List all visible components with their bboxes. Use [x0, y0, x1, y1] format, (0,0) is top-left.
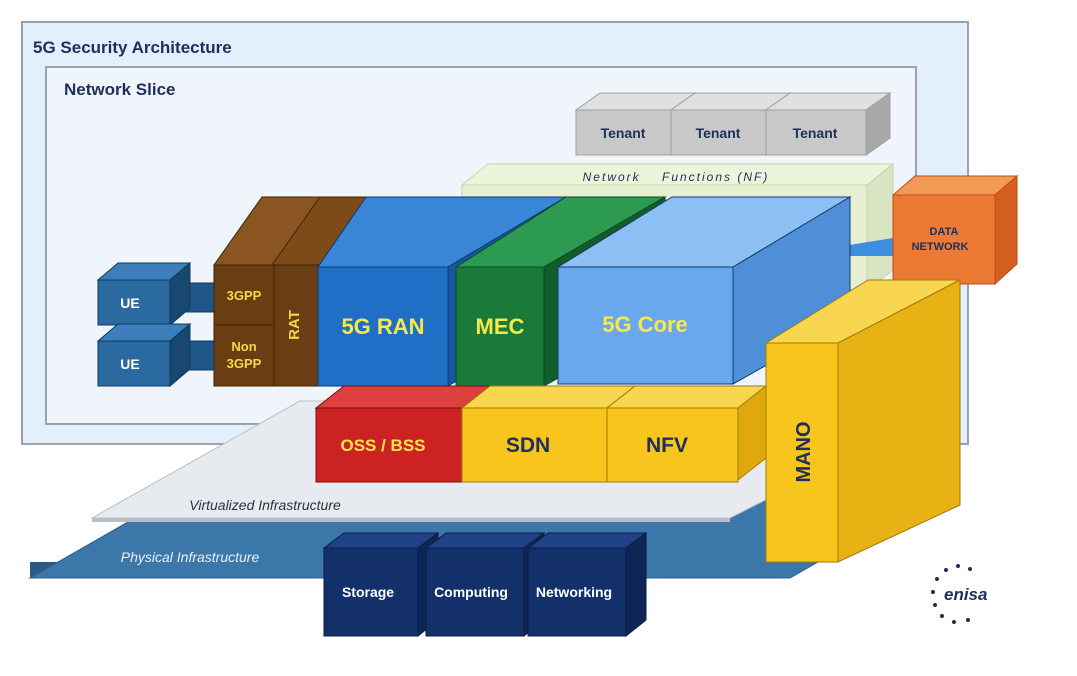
ue-device-1: UE	[96, 261, 219, 327]
tenant-3: Tenant	[764, 92, 892, 156]
tenant-label: Tenant	[793, 125, 838, 141]
non-3gpp-label: Non	[231, 339, 256, 354]
slice-title: Network Slice	[64, 80, 176, 99]
virtualized-infrastructure-label: Virtualized Infrastructure	[189, 497, 341, 513]
logo-text: enisa	[944, 585, 987, 604]
mec-block: MEC	[454, 196, 667, 387]
5g-core-block: 5G Core	[556, 196, 852, 385]
physical-infrastructure-label: Physical Infrastructure	[121, 549, 260, 565]
ue-label: UE	[120, 356, 139, 372]
mano-block: MANO	[764, 279, 961, 563]
nfv-label: NFV	[646, 434, 688, 457]
logo-star-ring	[931, 564, 972, 624]
rat-label: RAT	[286, 310, 303, 340]
oss-bss-block: OSS / BSS	[314, 385, 492, 483]
tenant-label: Tenant	[696, 125, 741, 141]
sdn-label: SDN	[506, 434, 550, 457]
outer-title: 5G Security Architecture	[33, 38, 232, 57]
ue-label: UE	[120, 295, 139, 311]
networking-block: Networking	[526, 532, 648, 638]
enisa-logo: enisa	[931, 564, 987, 624]
oss-bss-label: OSS / BSS	[340, 436, 425, 455]
computing-block: Computing	[424, 532, 546, 638]
data-network-label: NETWORK	[912, 241, 969, 253]
data-network-label: DATA	[930, 226, 959, 238]
nfv-block: NFV	[605, 384, 768, 483]
storage-label: Storage	[342, 584, 394, 600]
storage-block: Storage	[322, 532, 440, 638]
non-3gpp-label: 3GPP	[227, 356, 262, 371]
mec-label: MEC	[476, 314, 525, 339]
3gpp-label: 3GPP	[227, 288, 262, 303]
mano-label: MANO	[793, 421, 815, 482]
5g-core-label: 5G Core	[602, 312, 688, 337]
ue-device-2: UE	[96, 322, 219, 388]
data-network-block: DATA NETWORK	[891, 174, 1019, 286]
computing-label: Computing	[434, 584, 508, 600]
networking-label: Networking	[536, 584, 612, 600]
sdn-block: SDN	[460, 385, 637, 483]
5g-ran-label: 5G RAN	[341, 314, 424, 339]
network-functions-label: Network Functions (NF)	[583, 170, 770, 184]
tenant-label: Tenant	[601, 125, 646, 141]
